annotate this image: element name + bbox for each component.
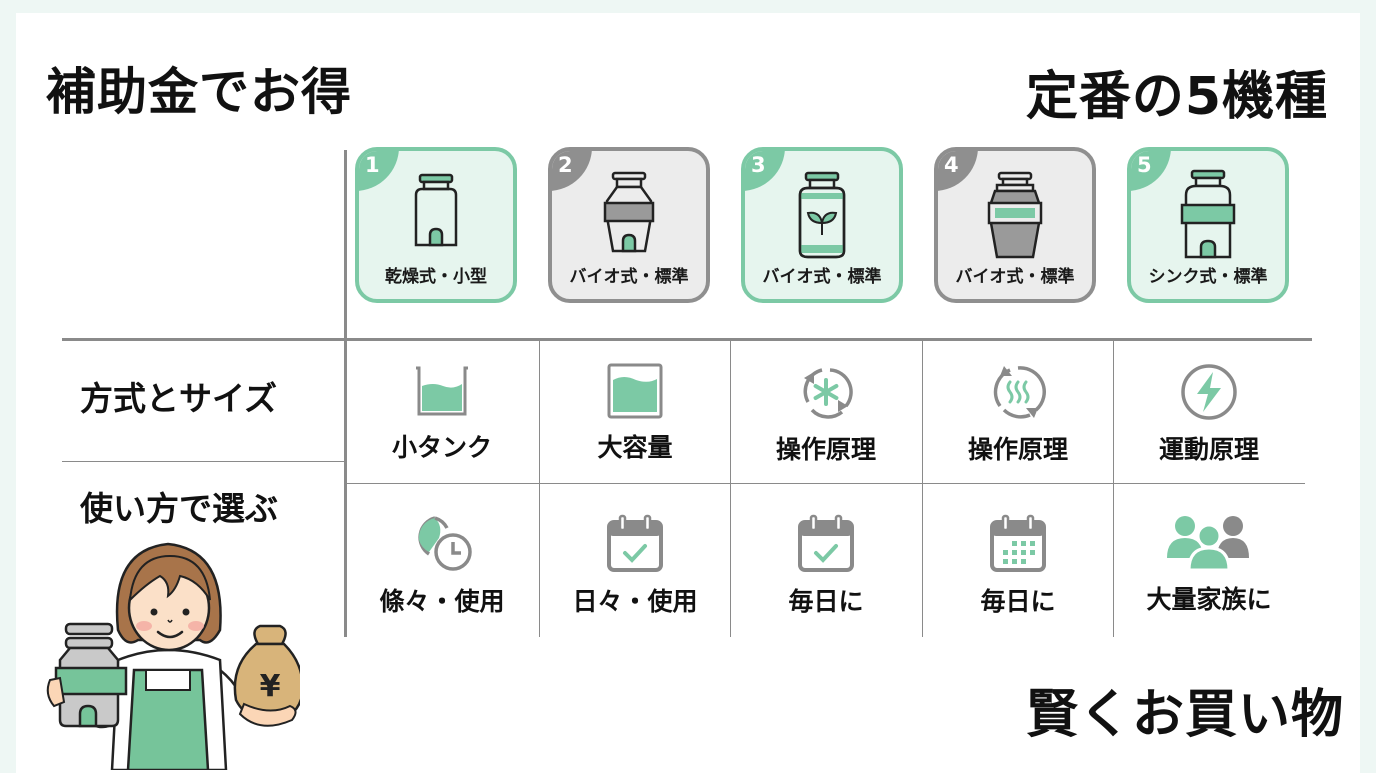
cell-type-1: 小タンク bbox=[347, 362, 537, 464]
row-label-type-size: 方式とサイズ bbox=[80, 379, 278, 418]
model-card-4[interactable]: 4 バイオ式・標準 bbox=[934, 147, 1096, 303]
cell-text: 毎日に bbox=[980, 587, 1056, 616]
grid-divider-col bbox=[922, 341, 923, 637]
cell-text: 大量家族に bbox=[1146, 585, 1272, 614]
cell-text: 小タンク bbox=[391, 433, 492, 462]
model-label: バイオ式・標準 bbox=[955, 267, 1075, 287]
model-label: シンク式・標準 bbox=[1148, 267, 1268, 287]
disposer-leaf-icon bbox=[798, 171, 846, 259]
cell-text: 大容量 bbox=[597, 433, 673, 462]
grid-divider-row bbox=[347, 483, 1305, 484]
cell-text: 操作原理 bbox=[775, 435, 876, 464]
cell-text: 條々・使用 bbox=[379, 587, 505, 616]
clock-pie-icon bbox=[418, 516, 472, 571]
infographic-sheet bbox=[16, 13, 1360, 773]
cycle-heat-icon bbox=[993, 366, 1046, 419]
lightning-icon bbox=[1181, 364, 1237, 420]
grid-divider-col bbox=[1113, 341, 1114, 637]
cell-usage-3: 毎日に bbox=[731, 512, 921, 618]
cell-text: 日々・使用 bbox=[572, 587, 698, 616]
cell-usage-4: 毎日に bbox=[923, 512, 1113, 618]
woman-illustration: ¥ bbox=[46, 542, 300, 770]
cell-type-5: 運動原理 bbox=[1114, 362, 1304, 466]
model-number-badge: 1 bbox=[359, 151, 399, 191]
disposer-sink-icon bbox=[1180, 169, 1236, 259]
title-five-models: 定番の5機種 bbox=[1025, 67, 1328, 127]
cell-type-4: 操作原理 bbox=[923, 362, 1113, 466]
yen-symbol: ¥ bbox=[260, 669, 281, 704]
disposer-window-icon bbox=[987, 171, 1043, 259]
model-number-badge: 2 bbox=[552, 151, 592, 191]
row-label-usage: 使い方で選ぶ bbox=[80, 489, 278, 528]
grid-divider-col bbox=[539, 341, 540, 637]
model-card-5[interactable]: 5 シンク式・標準 bbox=[1127, 147, 1289, 303]
model-number-badge: 5 bbox=[1131, 151, 1171, 191]
model-card-2[interactable]: 2 バイオ式・標準 bbox=[548, 147, 710, 303]
cell-type-2: 大容量 bbox=[540, 362, 730, 464]
calendar-check-icon bbox=[607, 514, 663, 572]
grid-divider-header bbox=[62, 338, 1312, 341]
grid-divider-col bbox=[730, 341, 731, 637]
model-label: バイオ式・標準 bbox=[569, 267, 689, 287]
disposer-small-icon bbox=[414, 173, 458, 247]
cycle-asterisk-icon bbox=[803, 368, 853, 419]
family-icon bbox=[1167, 516, 1249, 572]
cell-text: 操作原理 bbox=[967, 435, 1068, 464]
model-card-3[interactable]: 3 バイオ式・標準 bbox=[741, 147, 903, 303]
model-number-badge: 3 bbox=[745, 151, 785, 191]
model-card-1[interactable]: 1 乾燥式・小型 bbox=[355, 147, 517, 303]
disposer-band-icon bbox=[603, 171, 655, 253]
model-label: バイオ式・標準 bbox=[762, 267, 882, 287]
cell-usage-2: 日々・使用 bbox=[540, 512, 730, 618]
cell-usage-5: 大量家族に bbox=[1114, 512, 1304, 616]
small-tank-icon bbox=[416, 366, 468, 416]
grid-divider-vertical-main bbox=[344, 150, 347, 637]
title-subsidy: 補助金でお得 bbox=[46, 63, 352, 121]
calendar-check-icon bbox=[798, 514, 854, 572]
grid-divider-row-label bbox=[62, 461, 344, 462]
model-label: 乾燥式・小型 bbox=[385, 267, 487, 287]
cell-text: 毎日に bbox=[788, 587, 864, 616]
calendar-grid-icon bbox=[990, 514, 1046, 572]
cell-text: 運動原理 bbox=[1158, 435, 1259, 464]
cell-type-3: 操作原理 bbox=[731, 362, 921, 466]
title-smart-shopping: 賢くお買い物 bbox=[1025, 685, 1344, 745]
large-capacity-icon bbox=[607, 363, 663, 419]
model-number-badge: 4 bbox=[938, 151, 978, 191]
cell-usage-1: 條々・使用 bbox=[347, 512, 537, 618]
